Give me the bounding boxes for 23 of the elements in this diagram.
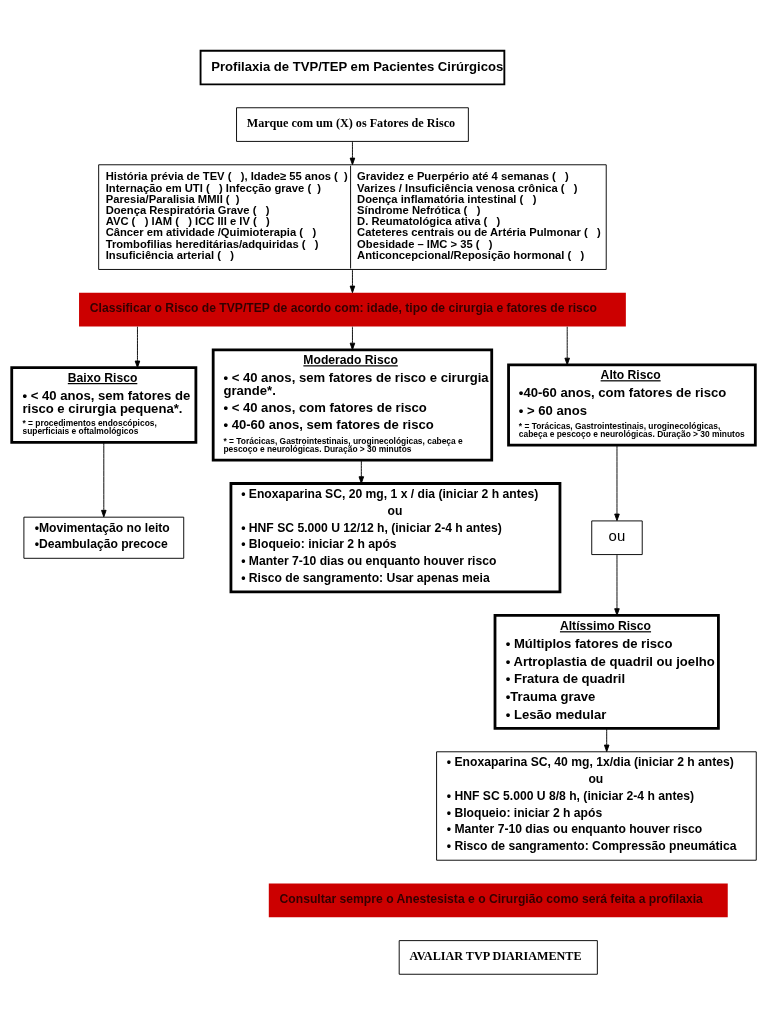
node-box: Baixo Risco • < 40 anos, sem fatores de risco e cirurgia pequena*. * = procedimentos endoscópicos, superficiais e oftalmológicos <box>10 365 198 444</box>
arrow <box>564 325 570 365</box>
node-box: AVALIAR TVP DIARIAMENTE <box>398 939 598 975</box>
node-box: Altíssimo Risco • Múltiplos fatores de risco • Artroplastia de quadril ou joelho • Fratura de quadril •Trauma grave • Lesão medular <box>493 613 720 730</box>
node-box: • Enoxaparina SC, 40 mg, 1x/dia (iniciar 2 h antes) ou • HNF SC 5.000 U 8/8 h, (iniciar 2-4 h antes) • Bloqueio: iniciar 2 h após • Manter 7-10 dias ou enquanto houver risco • Risco de sangramento: Compressão pneumática <box>436 750 757 861</box>
arrow <box>349 325 356 350</box>
node-box: •Movimentação no leito •Deambulação precoce <box>23 516 185 559</box>
arrow <box>134 325 141 368</box>
arrow <box>349 140 356 165</box>
node-box: Profilaxia de TVP/TEP em Pacientes Cirúrgicos <box>199 49 506 85</box>
arrow <box>603 727 610 752</box>
node-box: ou <box>591 519 643 555</box>
node-box: Classificar o Risco de TVP/TEP de acordo com: idade, tipo de cirurgia e fatores de risco <box>79 292 626 326</box>
node-box: • Enoxaparina SC, 20 mg, 1 x / dia (iniciar 2 h antes) ou • HNF SC 5.000 U 12/12 h, (iniciar 2-4 h antes) • Bloqueio: iniciar 2 h após • Manter 7-10 dias ou enquanto houver risco • Risco de sangramento: Usar apenas meia <box>229 481 562 593</box>
node-box: Consultar sempre o Anestesista e o Cirurgião como será feita a profilaxia <box>268 883 728 917</box>
arrow <box>614 444 620 521</box>
arrow <box>614 553 620 616</box>
arrow <box>101 441 107 517</box>
node-box: Moderado Risco • < 40 anos, sem fatores de risco e cirurgia grande*. • < 40 anos, com fatores de risco • 40-60 anos, sem fatores de risco * = Torácicas, Gastrointestinais, uroginecológicas, cabeça e pescoço e neurológicas. Duração > 30 minutos <box>211 347 494 462</box>
node-box: Alto Risco •40-60 anos, com fatores de risco • > 60 anos * = Torácicas, Gastrointestinais, uroginecológicas, cabeça e pescoço e neurológicas. Duração > 30 minutos <box>507 362 757 447</box>
arrow <box>349 268 356 293</box>
node-box: Marque com um (X) os Fatores de Risco <box>236 106 469 142</box>
arrow <box>358 459 365 484</box>
